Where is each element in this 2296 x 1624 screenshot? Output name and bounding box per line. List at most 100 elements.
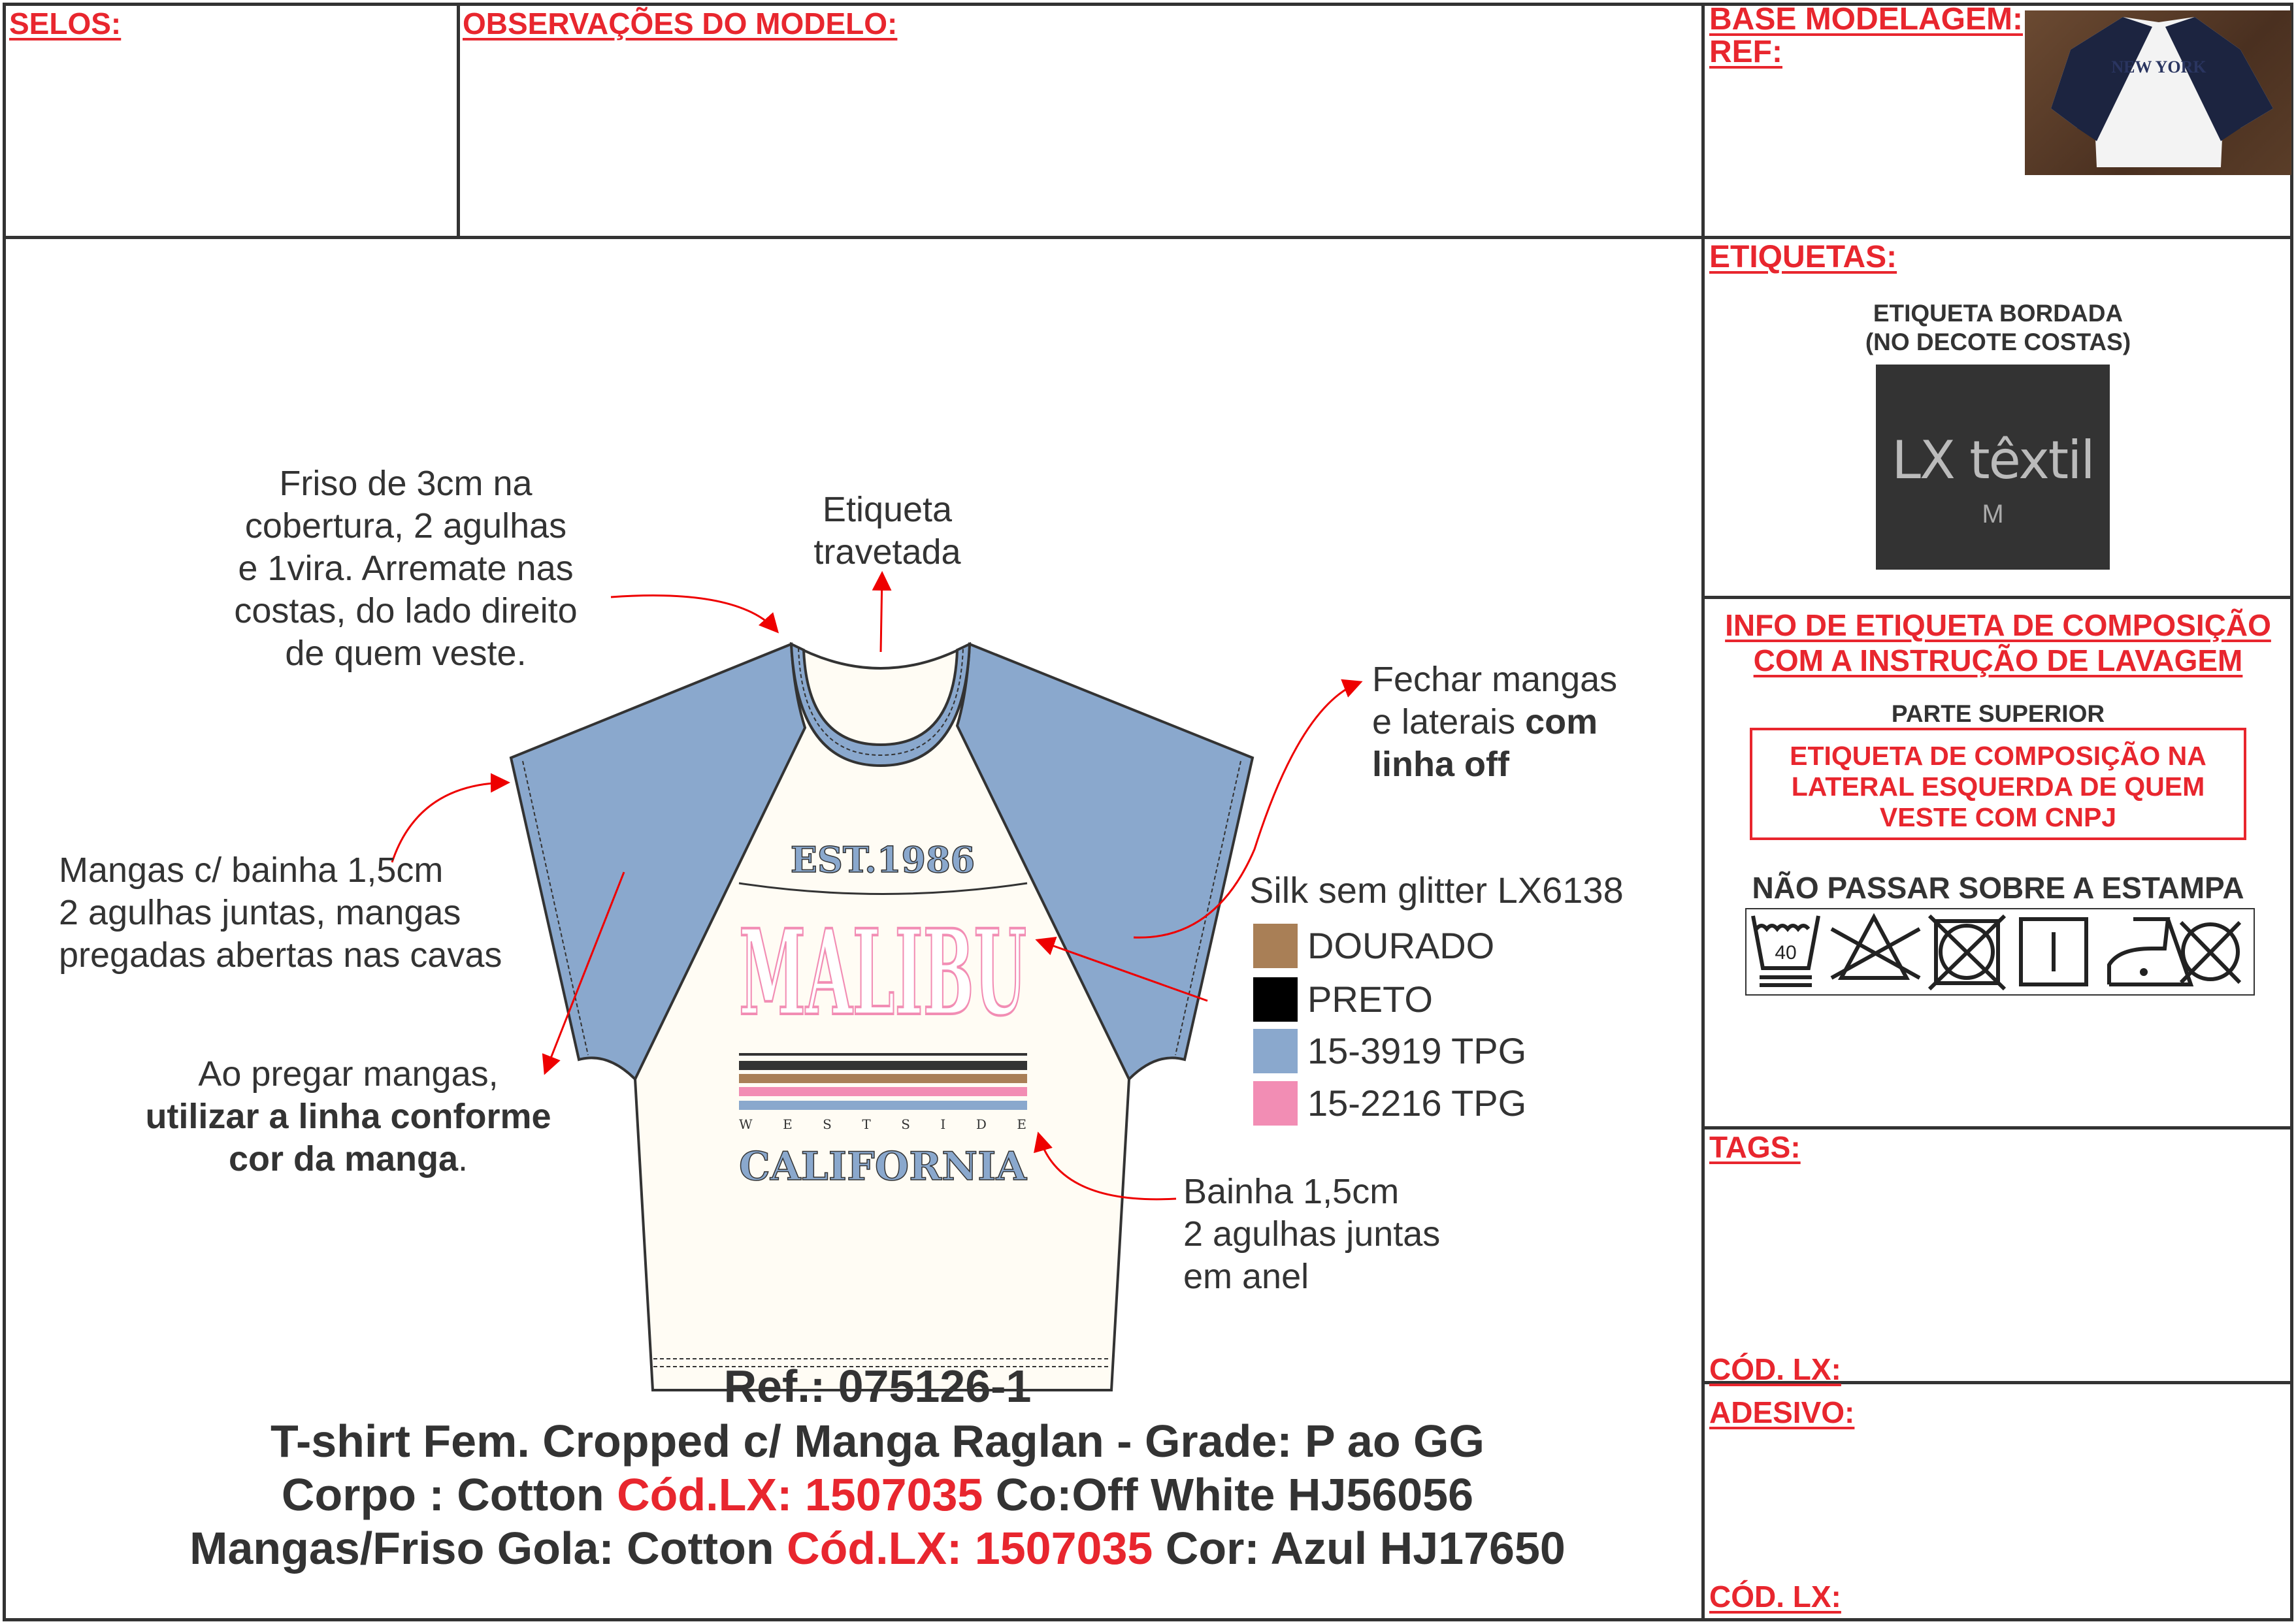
parte-superior: PARTE SUPERIOR bbox=[1891, 700, 2105, 727]
swatch-label: 15-2216 TPG bbox=[1307, 1082, 1527, 1124]
svg-text:40: 40 bbox=[1775, 942, 1796, 964]
note-line: Etiqueta bbox=[822, 490, 953, 529]
note-line: Mangas c/ bainha 1,5cm bbox=[59, 851, 444, 890]
swatch-label: 15-3919 TPG bbox=[1307, 1030, 1527, 1071]
reference-shirt-image: NEW YORK bbox=[2051, 17, 2273, 167]
note-line: linha off bbox=[1372, 743, 1617, 786]
footer-code: Cód.LX: 1507035 bbox=[617, 1469, 983, 1520]
adesivo-heading: ADESIVO: bbox=[1709, 1395, 1855, 1429]
note-line: de quem veste. bbox=[285, 634, 527, 673]
note-line: Ao pregar mangas, bbox=[198, 1054, 499, 1094]
note-line: e 1vira. Arremate nas bbox=[238, 549, 574, 588]
etiqueta-caption-line: (NO DECOTE COSTAS) bbox=[1865, 329, 2131, 355]
swatch-blue bbox=[1253, 1029, 1298, 1073]
print-stripe bbox=[739, 1061, 1027, 1070]
tags-cod-lx: CÓD. LX: bbox=[1709, 1352, 1841, 1386]
note-bold: com bbox=[1525, 702, 1598, 741]
observacoes-heading: OBSERVAÇÕES DO MODELO: bbox=[463, 7, 898, 41]
note-line: e laterais com bbox=[1372, 701, 1617, 743]
note-pregar: Ao pregar mangas, utilizar a linha confo… bbox=[87, 1053, 610, 1180]
etiqueta-caption-line: ETIQUETA BORDADA bbox=[1873, 300, 2124, 327]
footer-corpo: Corpo : Cotton Cód.LX: 1507035 Co:Off Wh… bbox=[26, 1469, 1729, 1521]
print-main: MALIBU bbox=[739, 904, 1026, 1042]
etiqueta-caption: ETIQUETA BORDADA (NO DECOTE COSTAS) bbox=[1703, 299, 2293, 357]
swatch-label: DOURADO bbox=[1307, 925, 1495, 966]
note-text: e laterais bbox=[1372, 702, 1526, 741]
composicao-box: ETIQUETA DE COMPOSIÇÃO NA LATERAL ESQUER… bbox=[1750, 728, 2246, 840]
note-line: Bainha 1,5cm bbox=[1183, 1172, 1400, 1211]
nao-passar-warning: NÃO PASSAR SOBRE A ESTAMPA bbox=[1752, 871, 2244, 905]
silk-title: Silk sem glitter LX6138 bbox=[1249, 869, 1624, 911]
footer-ref: Ref.: 075126-1 bbox=[723, 1361, 1032, 1412]
selos-heading: SELOS: bbox=[9, 7, 122, 41]
drip-dry-icon bbox=[2019, 917, 2088, 986]
ref-heading: REF: bbox=[1709, 35, 1782, 69]
composicao-heading-line: COM A INSTRUÇÃO DE LAVAGEM bbox=[1753, 643, 2243, 677]
outer-border bbox=[3, 3, 2293, 1621]
note-fechar: Fechar mangas e laterais com linha off bbox=[1372, 658, 1617, 786]
divider bbox=[1701, 3, 1705, 1621]
wash-40-icon: 40 bbox=[1751, 915, 1820, 987]
footer-desc: T-shirt Fem. Cropped c/ Manga Raglan - G… bbox=[271, 1416, 1484, 1467]
wash-symbols: 40 bbox=[1745, 908, 2255, 996]
swatch-dourado bbox=[1253, 924, 1298, 968]
print-stripe bbox=[739, 1053, 1027, 1056]
print-stripe bbox=[739, 1074, 1027, 1083]
composicao-box-line: LATERAL ESQUERDA DE QUEM bbox=[1791, 771, 2205, 802]
print-stripe bbox=[739, 1101, 1027, 1110]
note-bold: cor da manga bbox=[228, 1139, 459, 1178]
note-line: costas, do lado direito bbox=[234, 591, 578, 630]
note-bold: utilizar a linha conforme bbox=[145, 1097, 551, 1136]
footer-text: Corpo : Cotton bbox=[281, 1469, 617, 1520]
divider bbox=[3, 236, 2293, 239]
note-bainha: Bainha 1,5cm 2 agulhas juntas em anel bbox=[1183, 1171, 1440, 1298]
divider bbox=[1703, 1381, 2293, 1384]
composicao-box-line: VESTE COM CNPJ bbox=[1879, 802, 2117, 832]
note-text: . bbox=[458, 1139, 468, 1178]
brand-label-logo: LX têxtil bbox=[1892, 430, 2095, 491]
adesivo-cod-lx: CÓD. LX: bbox=[1709, 1580, 1841, 1614]
divider bbox=[457, 3, 460, 238]
footer-code: Cód.LX: 1507035 bbox=[787, 1523, 1153, 1574]
shirt-technical-drawing: EST.1986 MALIBU W E S T S I D E CALIFORN… bbox=[391, 571, 1363, 1391]
note-line: 2 agulhas juntas, mangas bbox=[59, 893, 461, 932]
note-line: travetada bbox=[813, 532, 961, 572]
note-mangas: Mangas c/ bainha 1,5cm 2 agulhas juntas,… bbox=[59, 849, 502, 977]
tags-heading: TAGS: bbox=[1709, 1130, 1801, 1164]
swatch-label: PRETO bbox=[1307, 979, 1433, 1020]
brand-label-size: M bbox=[1982, 500, 2004, 528]
footer-text: Mangas/Friso Gola: Cotton bbox=[189, 1523, 787, 1574]
composicao-heading: INFO DE ETIQUETA DE COMPOSIÇÃO COM A INS… bbox=[1703, 608, 2293, 678]
base-modelagem-heading: BASE MODELAGEM: bbox=[1709, 2, 2023, 37]
note-etiqueta: Etiqueta travetada bbox=[757, 489, 1018, 574]
reference-photo-text: NEW YORK bbox=[2111, 57, 2206, 76]
footer-text: Co:Off White HJ56056 bbox=[983, 1469, 1474, 1520]
print-city: CALIFORNIA bbox=[739, 1144, 1027, 1190]
note-line: 2 agulhas juntas bbox=[1183, 1214, 1441, 1254]
annotation-arrows bbox=[391, 571, 1363, 1201]
note-line: em anel bbox=[1183, 1257, 1309, 1296]
iron-low-icon bbox=[2107, 917, 2194, 986]
no-tumble-dry-icon bbox=[1927, 914, 2007, 991]
note-line: pregadas abertas nas cavas bbox=[59, 935, 502, 975]
swatch-pink bbox=[1253, 1081, 1298, 1126]
note-line: cor da manga. bbox=[87, 1138, 610, 1180]
composicao-box-line: ETIQUETA DE COMPOSIÇÃO NA bbox=[1790, 741, 2206, 771]
note-line: Friso de 3cm na bbox=[279, 464, 533, 503]
etiquetas-heading: ETIQUETAS: bbox=[1709, 240, 1897, 274]
brand-label: LX têxtil M bbox=[1876, 365, 2110, 570]
no-bleach-icon bbox=[1830, 913, 1921, 980]
divider bbox=[1703, 1126, 2293, 1129]
note-line: Fechar mangas bbox=[1372, 660, 1618, 699]
note-bold: linha off bbox=[1372, 745, 1509, 784]
note-line: utilizar a linha conforme bbox=[87, 1096, 610, 1138]
note-line: cobertura, 2 agulhas bbox=[244, 506, 567, 545]
swatch-preto bbox=[1253, 977, 1298, 1022]
footer-text: Cor: Azul HJ17650 bbox=[1153, 1523, 1566, 1574]
print-curve bbox=[738, 882, 1028, 895]
footer-mangas: Mangas/Friso Gola: Cotton Cód.LX: 150703… bbox=[26, 1522, 1729, 1574]
divider bbox=[1703, 596, 2293, 599]
reference-photo: NEW YORK bbox=[2025, 10, 2291, 175]
note-friso: Friso de 3cm na cobertura, 2 agulhas e 1… bbox=[210, 463, 602, 675]
collar-rib bbox=[789, 641, 972, 768]
